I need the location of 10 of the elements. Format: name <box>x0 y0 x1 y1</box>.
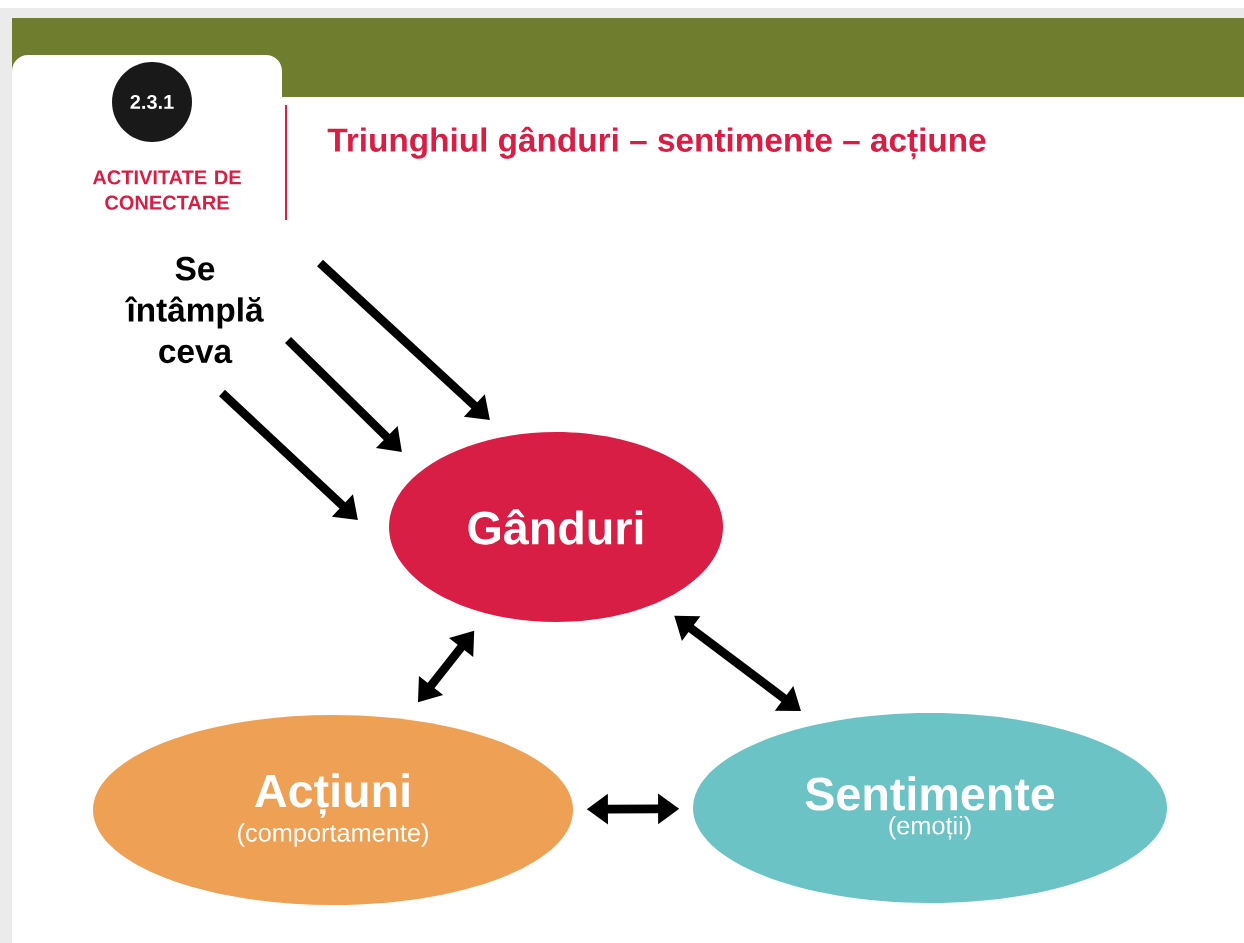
arrow <box>219 389 358 520</box>
arrow <box>317 259 490 420</box>
event-text: Se întâmplă ceva <box>125 256 264 364</box>
badge: 2.3.1 <box>112 62 192 142</box>
ellipse-node: Sentimente (emoții) <box>693 713 1167 903</box>
arrow <box>284 336 402 452</box>
activity-label: ACTIVITATE DE CONECTARE <box>92 170 241 210</box>
ellipse-node: Acțiuni (comportamente) <box>93 715 573 905</box>
ellipse-node: Gânduri <box>389 432 723 622</box>
title: Triunghiul gânduri – sentimente – acțiune <box>327 126 986 160</box>
